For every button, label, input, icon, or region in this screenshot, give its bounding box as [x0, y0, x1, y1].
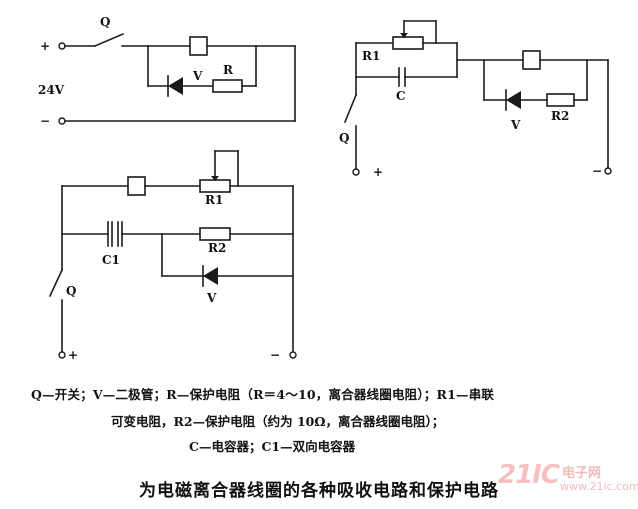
- watermark-url: www.21ic.com: [560, 480, 638, 493]
- switch-q-2: [343, 93, 358, 124]
- diode-v-3: [203, 267, 218, 285]
- switch-label-2: Q: [339, 131, 349, 145]
- resistor-r2-2: [546, 93, 575, 107]
- variable-resistor-r1-2: [392, 36, 424, 50]
- minus-label-1: −: [40, 114, 50, 128]
- variable-resistor-r1-3: [199, 179, 231, 193]
- plus-terminal-2: [352, 168, 360, 176]
- circuit-2: R1 C Q + − V R2: [339, 20, 612, 179]
- resistor-label-1: R: [223, 63, 234, 77]
- legend-line-1: Q—开关；V—二极管；R—保护电阻（R＝4～10，离合器线圈电阻）；R1—串联: [31, 387, 495, 402]
- r2-label-3: R2: [208, 241, 226, 255]
- switch-label-3: Q: [66, 284, 76, 298]
- plus-label-3: +: [68, 348, 78, 362]
- minus-label-3: −: [270, 348, 280, 362]
- diode-label-1: V: [192, 69, 203, 83]
- plus-label-1: +: [40, 39, 50, 53]
- coil-3: [127, 176, 146, 196]
- watermark: 21IC 电子网 www.21ic.com: [498, 460, 638, 500]
- switch-q-3: [48, 268, 64, 298]
- r1-label-2: R1: [362, 49, 380, 63]
- minus-terminal-3: [289, 351, 297, 359]
- r1-label-3: R1: [205, 193, 223, 207]
- circuit-1: Q + − 24V V R: [38, 15, 296, 128]
- plus-terminal-1: [58, 42, 66, 50]
- diode-v-1: [168, 77, 183, 95]
- diode-label-2: V: [510, 118, 521, 132]
- watermark-logo: 21IC: [498, 460, 560, 490]
- circuit-3: R1 R2 C1 Q + − V: [48, 150, 297, 362]
- resistor-r-1: [212, 79, 243, 93]
- figure-caption: 为电磁离合器线圈的各种吸收电路和保护电路: [139, 481, 499, 501]
- switch-q-1: [93, 32, 125, 48]
- watermark-name: 电子网: [562, 466, 602, 481]
- resistor-r2-3: [199, 227, 231, 241]
- minus-terminal-1: [58, 117, 66, 125]
- minus-terminal-2: [604, 167, 612, 175]
- plus-label-2: +: [373, 165, 383, 179]
- diode-v-2: [506, 91, 521, 109]
- coil-2: [522, 50, 541, 70]
- c-label-2: C: [396, 89, 406, 103]
- legend-line-2: 可变电阻，R2—保护电阻（约为 10Ω，离合器线圈电阻）；: [111, 414, 445, 429]
- minus-label-2: −: [592, 164, 602, 178]
- diode-label-3: V: [206, 291, 217, 305]
- c1-label-3: C1: [102, 253, 120, 267]
- voltage-label: 24V: [38, 83, 65, 97]
- coil-1: [189, 36, 208, 56]
- legend-line-3: C—电容器；C1—双向电容器: [189, 439, 356, 454]
- switch-label-1: Q: [100, 15, 110, 29]
- r2-label-2: R2: [551, 109, 569, 123]
- plus-terminal-3: [58, 351, 66, 359]
